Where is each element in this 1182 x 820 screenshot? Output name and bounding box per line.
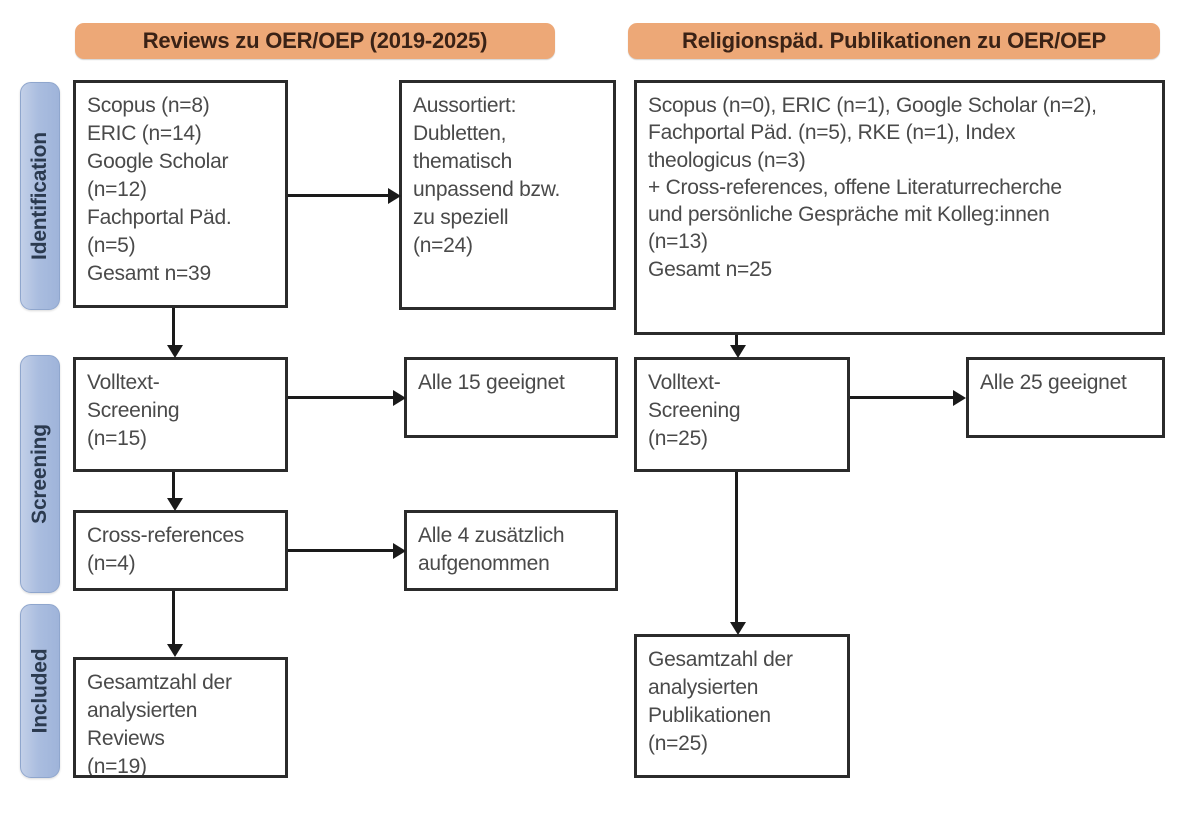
box-line: Fachportal Päd.	[87, 205, 232, 229]
box-line: (n=19)	[87, 754, 147, 778]
box-left-excluded: Aussortiert: Dubletten, thematisch unpas…	[399, 80, 616, 310]
box-line: und persönliche Gespräche mit Kolleg:inn…	[648, 203, 1050, 227]
phase-label-screening: Screening	[28, 424, 52, 524]
box-line: Alle 15 geeignet	[418, 371, 565, 394]
phase-label-identification: Identification	[28, 132, 51, 260]
column-header-left: Reviews zu OER/OEP (2019-2025)	[75, 23, 555, 59]
box-line: Scopus (n=8)	[87, 94, 210, 117]
connector-left-screening-to-eligible	[288, 396, 393, 399]
arrowhead-left-screening-to-crossrefs	[167, 498, 183, 511]
box-line: (n=12)	[87, 177, 147, 201]
box-line: Screening	[87, 398, 180, 422]
box-left-fulltext-screening: Volltext- Screening (n=15)	[73, 357, 288, 472]
phase-bar-included: Included	[20, 604, 60, 778]
box-line: (n=4)	[87, 551, 136, 575]
arrowhead-left-crossrefs-to-added	[393, 543, 406, 559]
box-line: Alle 25 geeignet	[980, 371, 1127, 394]
box-left-included-total: Gesamtzahl der analysierten Reviews (n=1…	[73, 657, 288, 778]
box-line: (n=15)	[87, 426, 147, 450]
connector-left-crossrefs-to-added	[288, 549, 393, 552]
arrowhead-right-sources-to-screening	[730, 345, 746, 358]
box-line: Aussortiert:	[413, 94, 517, 117]
arrowhead-left-crossrefs-to-included	[167, 644, 183, 657]
connector-left-sources-to-screening	[172, 308, 175, 345]
connector-left-crossrefs-to-included	[172, 591, 175, 644]
box-line: (n=25)	[648, 426, 708, 450]
box-line: Dubletten,	[413, 121, 507, 145]
arrowhead-left-screening-to-eligible	[393, 390, 406, 406]
box-right-fulltext-screening: Volltext- Screening (n=25)	[634, 357, 850, 472]
box-line: Google Scholar	[87, 149, 229, 173]
box-left-identification-sources: Scopus (n=8) ERIC (n=14) Google Scholar …	[73, 80, 288, 308]
box-line: (n=5)	[87, 233, 136, 257]
box-line: Reviews	[87, 726, 165, 750]
box-line: Alle 4 zusätzlich	[418, 524, 565, 547]
arrowhead-left-sources-to-screening	[167, 345, 183, 358]
box-line: unpassend bzw.	[413, 177, 561, 201]
box-line: + Cross-references, offene Literaturrech…	[648, 175, 1062, 199]
box-left-all-eligible: Alle 15 geeignet	[404, 357, 618, 438]
column-header-right-label: Religionspäd. Publikationen zu OER/OEP	[682, 28, 1106, 53]
box-line: analysierten	[87, 698, 198, 722]
connector-left-screening-to-crossrefs	[172, 472, 175, 498]
box-left-all-added: Alle 4 zusätzlich aufgenommen	[404, 510, 618, 591]
box-line: zu speziell	[413, 205, 509, 229]
box-line: (n=13)	[648, 230, 708, 254]
box-line: Fachportal Päd. (n=5), RKE (n=1), Index	[648, 121, 1016, 145]
box-line: theologicus (n=3)	[648, 148, 806, 172]
box-line: Scopus (n=0), ERIC (n=1), Google Scholar…	[648, 94, 1097, 117]
box-line: aufgenommen	[418, 551, 550, 575]
column-header-left-label: Reviews zu OER/OEP (2019-2025)	[142, 28, 488, 53]
column-header-right: Religionspäd. Publikationen zu OER/OEP	[628, 23, 1160, 59]
box-line: Gesamt n=39	[87, 261, 211, 285]
box-line: Volltext-	[87, 371, 160, 394]
box-right-included-total: Gesamtzahl der analysierten Publikatione…	[634, 634, 850, 778]
phase-bar-screening: Screening	[20, 355, 60, 593]
box-line: (n=25)	[648, 731, 708, 755]
arrowhead-right-screening-to-included	[730, 622, 746, 635]
arrowhead-left-sources-to-excluded	[388, 188, 401, 204]
box-left-cross-references: Cross-references (n=4)	[73, 510, 288, 591]
phase-label-included: Included	[28, 648, 51, 734]
connector-left-sources-to-excluded	[288, 194, 388, 197]
box-line: Gesamtzahl der	[87, 671, 232, 694]
box-line: Gesamt n=25	[648, 257, 772, 281]
box-line: Volltext-	[648, 371, 721, 394]
connector-right-sources-to-screening	[735, 335, 738, 345]
connector-right-screening-to-included	[735, 472, 738, 622]
arrowhead-right-screening-to-eligible	[953, 390, 966, 406]
box-line: Cross-references	[87, 524, 245, 547]
box-line: thematisch	[413, 149, 513, 173]
box-line: Publikationen	[648, 703, 771, 727]
box-line: Gesamtzahl der	[648, 648, 793, 671]
box-line: analysierten	[648, 675, 759, 699]
box-line: Screening	[648, 398, 741, 422]
box-line: (n=24)	[413, 233, 473, 257]
phase-bar-identification: Identification	[20, 82, 60, 310]
box-right-all-eligible: Alle 25 geeignet	[966, 357, 1165, 438]
box-line: ERIC (n=14)	[87, 121, 202, 145]
connector-right-screening-to-eligible	[850, 396, 953, 399]
box-right-identification-sources: Scopus (n=0), ERIC (n=1), Google Scholar…	[634, 80, 1165, 335]
